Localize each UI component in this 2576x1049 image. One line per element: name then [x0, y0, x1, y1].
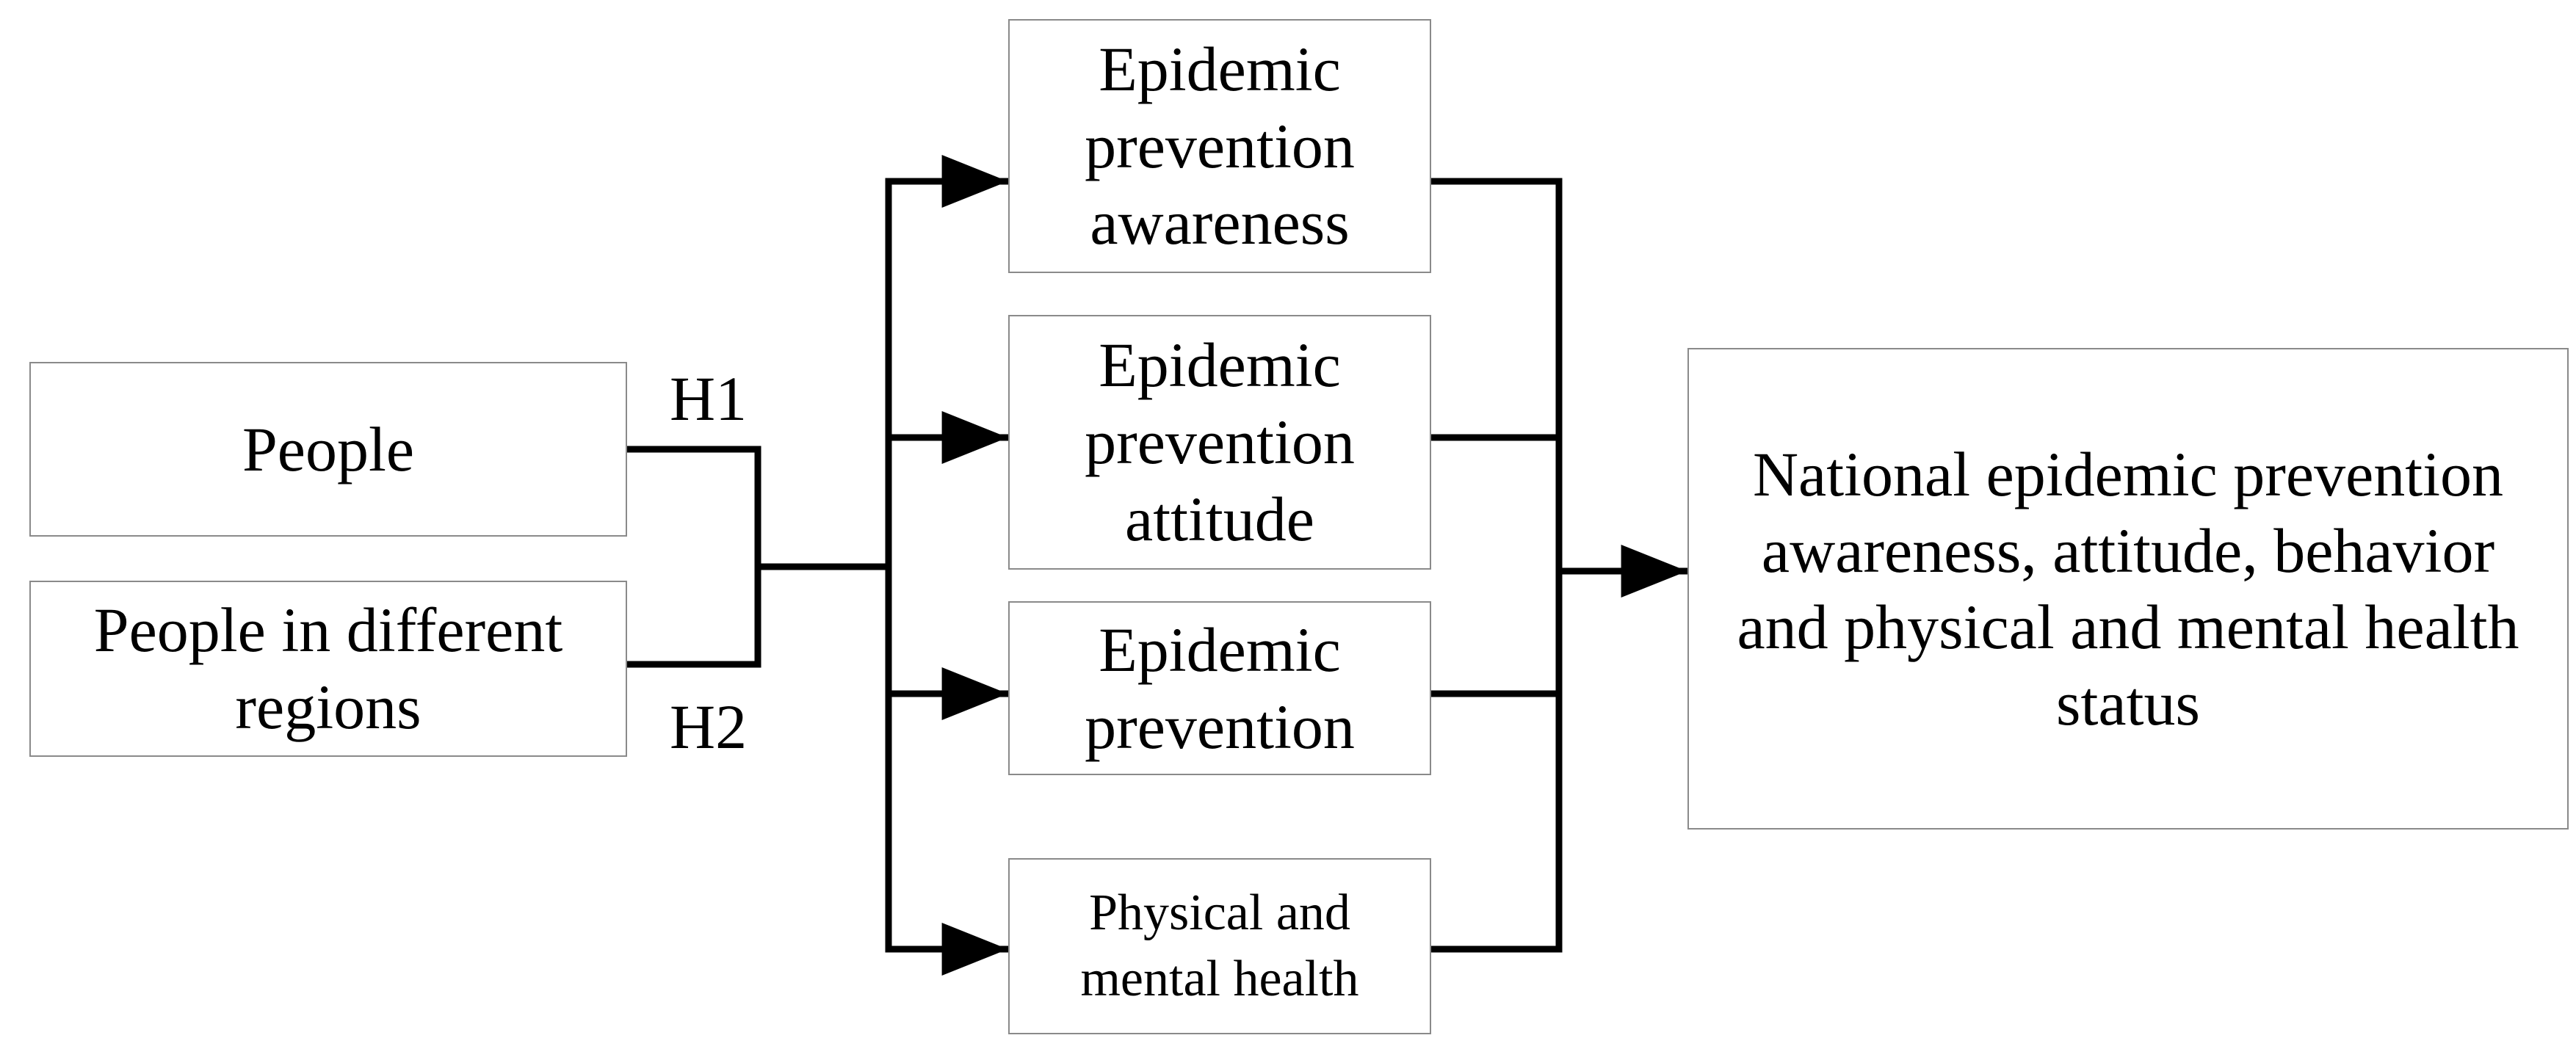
box-people-regions: People in different regions [29, 581, 627, 757]
label-h2: H2 [670, 692, 748, 762]
box-attitude: Epidemic prevention attitude [1008, 315, 1431, 570]
box-people-regions-label: People in different regions [93, 595, 563, 742]
box-prevention-label: Epidemic prevention [1085, 614, 1355, 762]
box-awareness-label: Epidemic prevention awareness [1085, 33, 1355, 258]
box-prevention: Epidemic prevention [1008, 601, 1431, 775]
box-people: People [29, 362, 627, 537]
label-h1: H1 [670, 363, 748, 434]
connector-people [626, 446, 761, 668]
box-outcome: National epidemic prevention awareness, … [1687, 348, 2569, 830]
box-health-label: Physical and mental health [1080, 885, 1359, 1007]
box-attitude-label: Epidemic prevention attitude [1085, 330, 1355, 554]
box-awareness: Epidemic prevention awareness [1008, 19, 1431, 273]
box-people-label: People [242, 413, 415, 484]
box-health: Physical and mental health [1008, 858, 1431, 1034]
box-outcome-label: National epidemic prevention awareness, … [1737, 438, 2519, 739]
